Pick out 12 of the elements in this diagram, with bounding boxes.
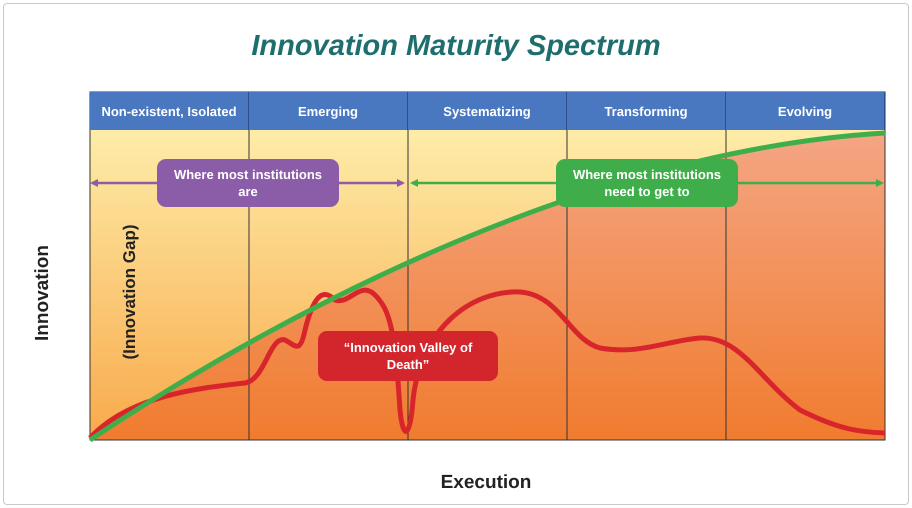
- stage-header: Non-existent, Isolated: [90, 92, 249, 130]
- callout-box: Where most institutions need to get to: [556, 159, 738, 207]
- stage-header: Systematizing: [408, 92, 567, 130]
- axis-label: Execution: [440, 472, 532, 494]
- stage-header: Evolving: [726, 92, 885, 130]
- callout-box: Where most institutions are: [157, 159, 339, 207]
- axis-label: Innovation: [32, 244, 54, 344]
- stage-header: Emerging: [249, 92, 408, 130]
- stage-header: Transforming: [567, 92, 726, 130]
- chart-title: Innovation Maturity Spectrum: [250, 30, 662, 63]
- callout-box: “Innovation Valley of Death”: [318, 331, 498, 381]
- axis-note: (Innovation Gap): [120, 223, 140, 362]
